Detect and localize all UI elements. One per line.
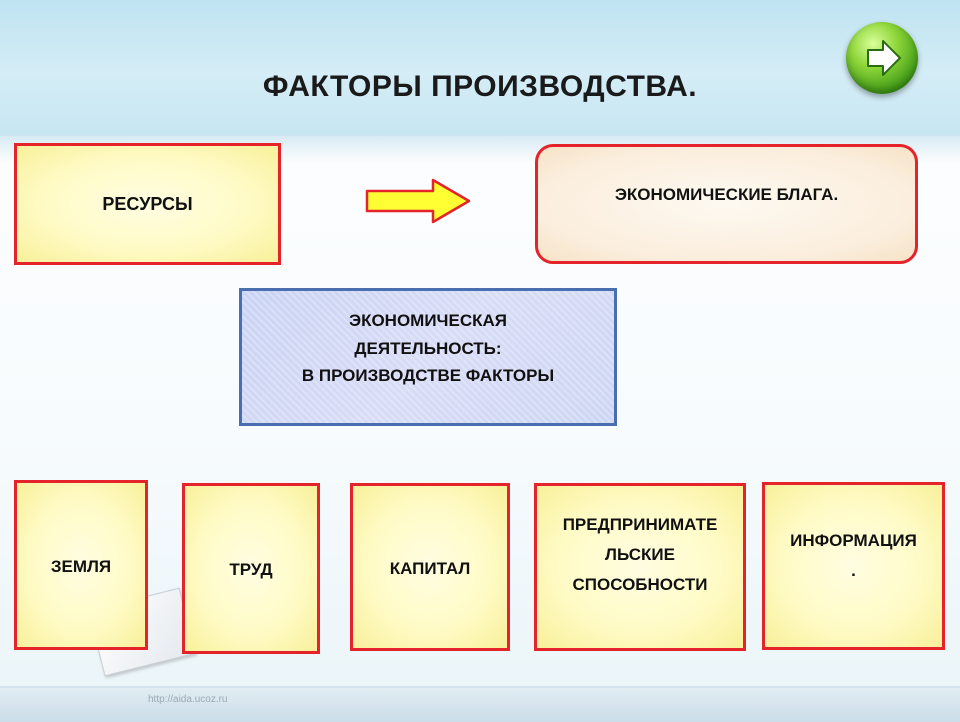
economic-activity-box: ЭКОНОМИЧЕСКАЯ ДЕЯТЕЛЬНОСТЬ: В ПРОИЗВОДСТ… xyxy=(239,288,617,426)
goods-label: ЭКОНОМИЧЕСКИЕ БЛАГА. xyxy=(614,185,839,204)
activity-line-1: ЭКОНОМИЧЕСКАЯ xyxy=(348,311,507,330)
information-line-1: ИНФОРМАЦИЯ xyxy=(790,531,917,551)
activity-line-3: В ПРОИЗВОДСТВЕ ФАКТОРЫ xyxy=(301,366,555,386)
factor-labor-label: ТРУД xyxy=(229,560,273,580)
factor-information-box: ИНФОРМАЦИЯ . xyxy=(762,482,945,650)
factor-entrepreneurship-box: ПРЕДПРИНИМАТЕ ЛЬСКИЕ СПОСОБНОСТИ xyxy=(534,483,746,651)
entrepreneurship-line-1: ПРЕДПРИНИМАТЕ xyxy=(562,515,718,535)
flow-arrow-icon xyxy=(365,178,471,224)
factor-capital-box: КАПИТАЛ xyxy=(350,483,510,651)
footer-url: http://aida.ucoz.ru xyxy=(148,694,228,705)
resources-label: РЕСУРСЫ xyxy=(102,193,193,214)
information-line-2: . xyxy=(851,561,856,580)
entrepreneurship-line-2: ЛЬСКИЕ xyxy=(605,545,675,565)
factor-labor-box: ТРУД xyxy=(182,483,320,654)
header-band xyxy=(0,0,960,163)
resources-box: РЕСУРСЫ xyxy=(14,143,281,265)
entrepreneurship-line-3: СПОСОБНОСТИ xyxy=(572,574,708,594)
factor-land-box: ЗЕМЛЯ xyxy=(14,480,148,650)
factor-capital-label: КАПИТАЛ xyxy=(389,558,471,578)
slide-title: ФАКТОРЫ ПРОИЗВОДСТВА. xyxy=(262,70,698,103)
activity-line-2: ДЕЯТЕЛЬНОСТЬ: xyxy=(354,338,502,358)
economic-goods-box: ЭКОНОМИЧЕСКИЕ БЛАГА. xyxy=(535,144,918,264)
footer-band: http://aida.ucoz.ru xyxy=(0,686,960,722)
next-slide-button[interactable] xyxy=(846,22,918,94)
arrow-right-icon xyxy=(867,40,901,76)
factor-land-label: ЗЕМЛЯ xyxy=(50,556,112,576)
